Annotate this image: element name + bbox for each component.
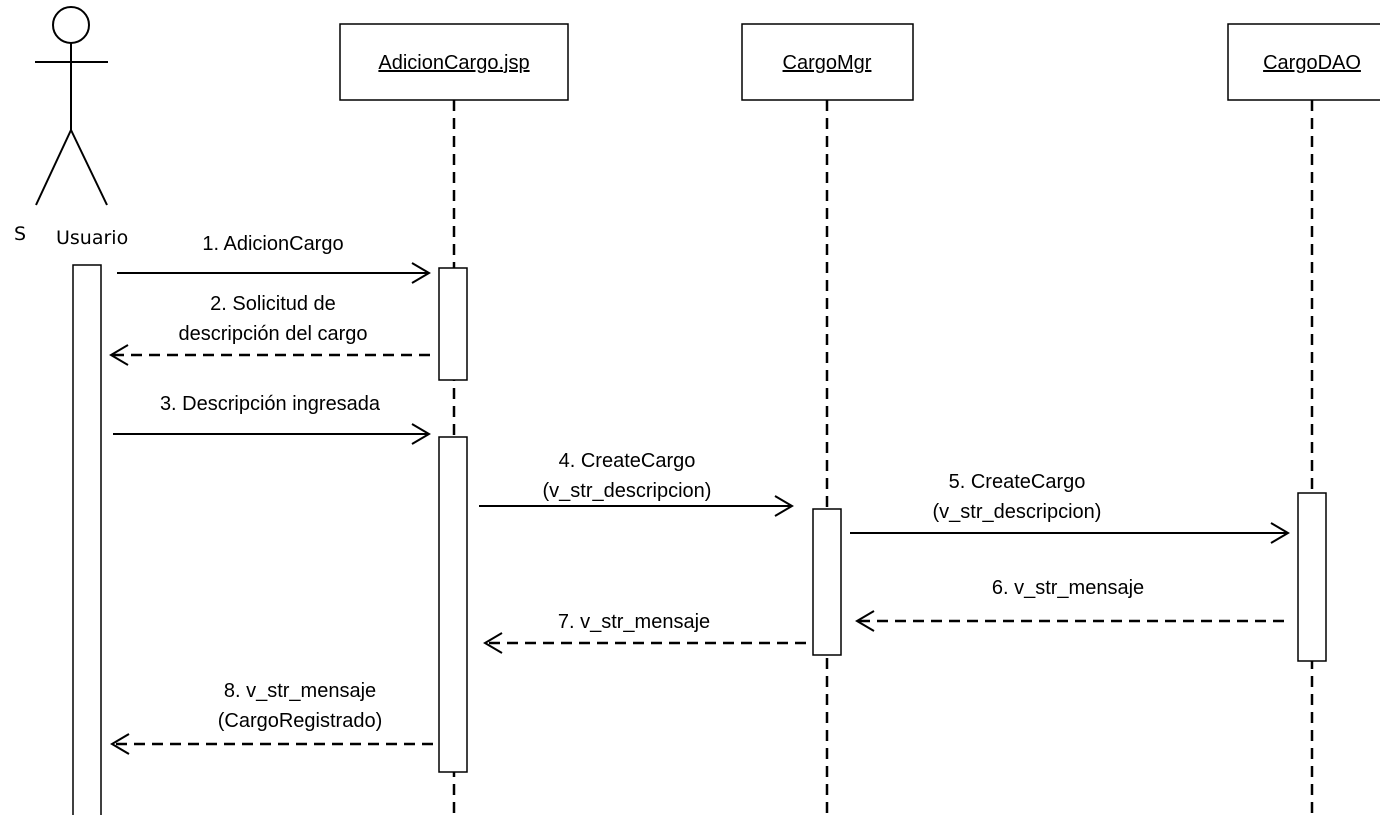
object-label: AdicionCargo.jsp: [378, 52, 529, 74]
message-4: 4. CreateCargo (v_str_descripcion): [479, 450, 794, 517]
message-label: (CargoRegistrado): [218, 710, 383, 732]
object-box: [339, 23, 569, 101]
message-2: 2. Solicitud de descripción del cargo: [109, 293, 430, 366]
arrow-head: [109, 344, 129, 366]
arrow-head: [1270, 522, 1290, 544]
activation-cargomgr: [812, 508, 842, 656]
message-8: 8. v_str_mensaje (CargoRegistrado): [110, 680, 433, 755]
object-adicioncargo-jsp: AdicionCargo.jsp: [339, 23, 569, 101]
actor-left-leg: [35, 129, 72, 206]
message-label: 7. v_str_mensaje: [558, 611, 710, 633]
arrow-head: [774, 495, 794, 517]
object-label: CargoMgr: [783, 52, 872, 74]
actor-head: [52, 6, 90, 44]
object-box: [1227, 23, 1380, 101]
object-cargodao: CargoDAO: [1227, 23, 1380, 101]
message-label: 5. CreateCargo: [949, 471, 1086, 493]
actor-right-leg: [70, 129, 108, 206]
activation-jsp-1: [438, 267, 468, 381]
activation-usuario: [72, 264, 102, 815]
actor-label-prefix: S: [14, 223, 26, 245]
arrow-head: [110, 733, 130, 755]
message-7: 7. v_str_mensaje: [483, 611, 806, 654]
message-label: 2. Solicitud de: [210, 293, 336, 315]
object-label: CargoDAO: [1263, 52, 1361, 74]
message-label: 4. CreateCargo: [559, 450, 696, 472]
actor-usuario: S Usuario: [14, 6, 128, 249]
arrow-head: [483, 632, 503, 654]
object-box: [741, 23, 914, 101]
arrow-head: [855, 610, 875, 632]
activation-jsp-2: [438, 436, 468, 773]
object-cargomgr: CargoMgr: [741, 23, 914, 101]
message-label: 6. v_str_mensaje: [992, 577, 1144, 599]
activation-cargodao: [1297, 492, 1327, 662]
message-5: 5. CreateCargo (v_str_descripcion): [850, 471, 1290, 544]
message-label: 1. AdicionCargo: [202, 233, 343, 255]
message-label: 3. Descripción ingresada: [160, 393, 381, 415]
arrow-head: [411, 262, 431, 284]
message-label: (v_str_descripcion): [933, 501, 1102, 523]
message-6: 6. v_str_mensaje: [855, 577, 1284, 632]
message-label: descripción del cargo: [179, 323, 368, 345]
message-1: 1. AdicionCargo: [117, 233, 431, 284]
arrow-head: [411, 423, 431, 445]
actor-label: Usuario: [56, 227, 128, 249]
message-label: (v_str_descripcion): [543, 480, 712, 502]
message-label: 8. v_str_mensaje: [224, 680, 376, 702]
message-3: 3. Descripción ingresada: [113, 393, 431, 445]
